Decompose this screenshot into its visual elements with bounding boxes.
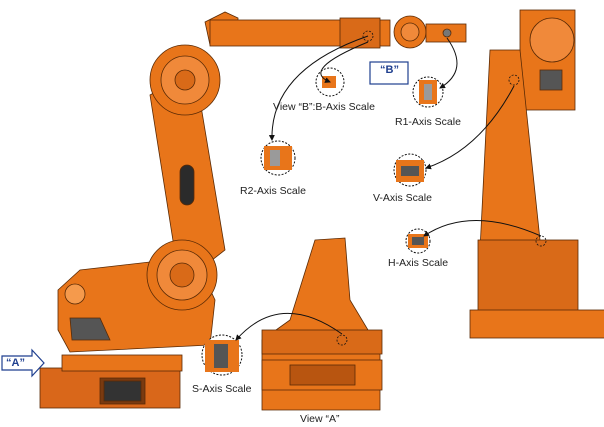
marker-a-label: “A” <box>6 357 25 369</box>
h-axis-label: H-Axis Scale <box>388 257 449 269</box>
r2-axis-label: R2-Axis Scale <box>240 185 306 197</box>
r1-axis-label: R1-Axis Scale <box>395 116 461 128</box>
leader-lines <box>235 35 542 341</box>
detail-v-scale <box>393 153 427 187</box>
marker-b <box>369 61 409 85</box>
detail-r2-scale <box>260 140 296 176</box>
marker-b-label: “B” <box>380 64 399 76</box>
detail-r1-scale <box>412 76 444 108</box>
v-axis-label: V-Axis Scale <box>373 192 432 204</box>
s-axis-label: S-Axis Scale <box>192 383 252 395</box>
main-robot <box>39 11 467 409</box>
detail-h-scale <box>405 228 431 254</box>
detail-s-scale <box>201 334 243 376</box>
view-a-label: View “A” <box>300 413 340 425</box>
front-view-robot <box>469 9 604 339</box>
view-b-label: View “B”:B-Axis Scale <box>273 101 375 113</box>
view-a-robot <box>261 237 383 411</box>
marker-a <box>1 348 45 378</box>
